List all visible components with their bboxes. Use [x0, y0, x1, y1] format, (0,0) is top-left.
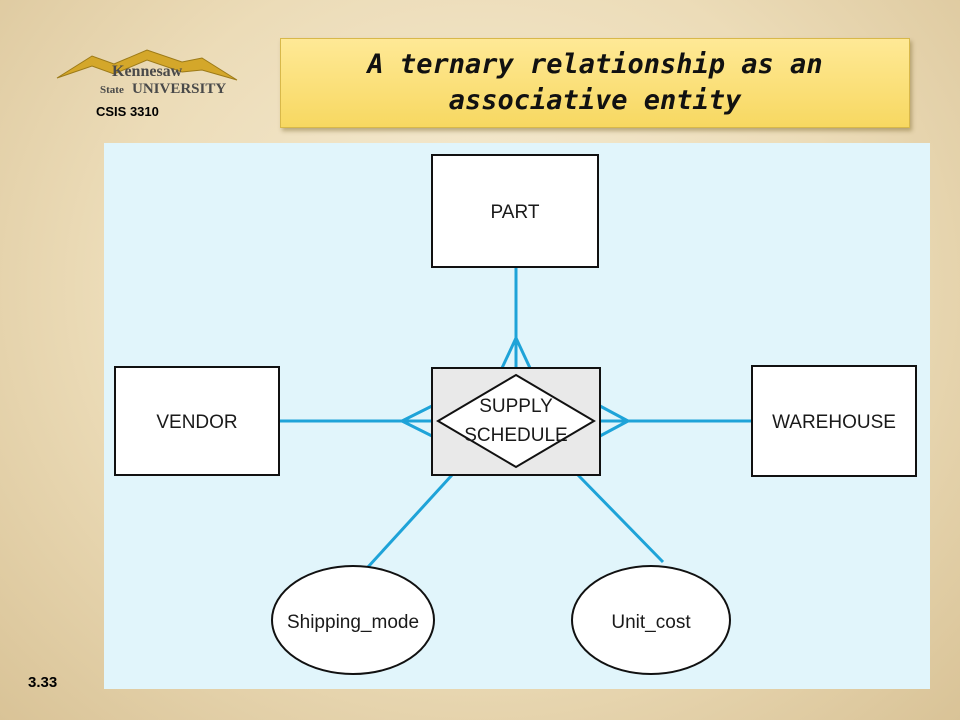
- line-supply-unit-cost: [576, 473, 665, 564]
- crowsfoot-part-left: [500, 337, 518, 369]
- slide-number: 3.33: [28, 674, 58, 691]
- line-supply-shipping-mode: [366, 473, 454, 569]
- entity-vendor: VENDOR: [114, 366, 280, 476]
- crowsfoot-vendor-bottom: [401, 419, 433, 438]
- attribute-unit-cost: Unit_cost: [571, 565, 731, 675]
- slide-title: A ternary relationship as an associative…: [367, 49, 823, 116]
- attribute-label-unit-cost: Unit_cost: [611, 612, 691, 633]
- entity-warehouse: WAREHOUSE: [751, 365, 917, 477]
- entity-part: PART: [431, 154, 599, 268]
- entity-label-vendor: VENDOR: [156, 412, 237, 433]
- attribute-shipping-mode: Shipping_mode: [271, 565, 435, 675]
- crowsfoot-warehouse-bottom: [599, 419, 629, 438]
- logo-text-state: State: [100, 84, 124, 96]
- logo-text-line1: Kennesaw: [112, 63, 183, 80]
- crowsfoot-part-right: [514, 337, 532, 369]
- attribute-label-shipping-mode: Shipping_mode: [287, 612, 419, 633]
- crowsfoot-vendor-top: [401, 404, 433, 423]
- crowsfoot-warehouse-top: [599, 404, 629, 423]
- entity-label-warehouse: WAREHOUSE: [772, 412, 896, 433]
- logo-text-university: UNIVERSITY: [132, 81, 226, 97]
- title-box: A ternary relationship as an associative…: [280, 38, 910, 128]
- entity-label-part: PART: [491, 202, 540, 223]
- kennesaw-logo: Kennesaw State UNIVERSITY: [56, 49, 238, 97]
- course-code: CSIS 3310: [96, 104, 159, 119]
- associative-entity-supply-schedule: SUPPLY SCHEDULE: [431, 367, 601, 476]
- connector-lines: [280, 267, 752, 569]
- associative-label-line1: SUPPLY: [479, 396, 553, 417]
- associative-label-line2: SCHEDULE: [464, 425, 567, 446]
